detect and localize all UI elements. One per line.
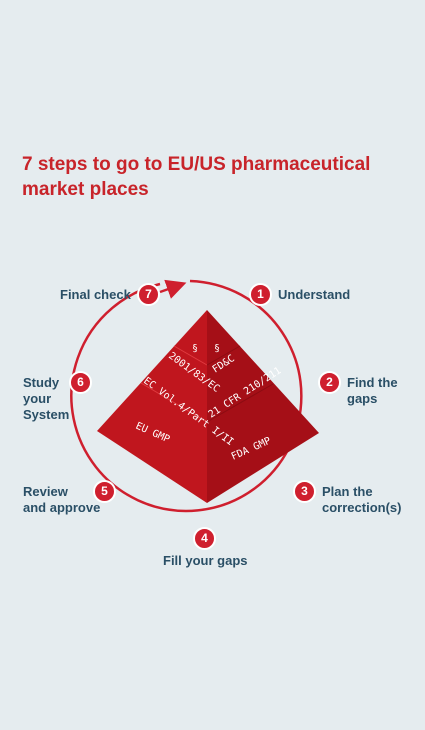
pyramid-right-face [207,310,319,503]
pyramid-band-line [140,382,208,423]
pyramid-band-line [173,345,208,366]
pyramid: § 2001/83/EC EC Vol.4/Part I/II EU GMP §… [97,310,319,503]
step-1-badge: 1 [249,283,272,306]
step-6-label: Study your System [23,375,70,422]
step-5-label: Review and approve [23,484,101,515]
step-6-badge: 6 [69,371,92,394]
step-2-badge: 2 [318,371,341,394]
step-5-badge: 5 [93,480,116,503]
title-line-1: 7 steps to go to EU/US pharmaceutical [22,154,371,175]
pyramid-band-line [206,383,274,423]
step-7-badge: 7 [137,283,160,306]
step-3-badge: 3 [293,480,316,503]
step-3-label: Plan the correction(s) [322,484,402,515]
page-title: 7 steps to go to EU/US pharmaceutical ma… [22,152,402,202]
step-2-label: Find the gaps [347,375,398,406]
step-7-label: Final check [60,287,131,302]
step-4-badge: 4 [193,527,216,550]
step-4-label: Fill your gaps [163,553,248,568]
title-line-2: market places [22,179,149,200]
pyramid-band-line [206,345,241,366]
cycle-ring [70,279,303,513]
pyramid-us-section-symbol: § [214,343,220,354]
pyramid-eu-section-symbol: § [192,343,198,354]
cycle-arrow [159,279,187,299]
pyramid-left-face [97,310,207,503]
step-1-label: Understand [278,287,351,302]
